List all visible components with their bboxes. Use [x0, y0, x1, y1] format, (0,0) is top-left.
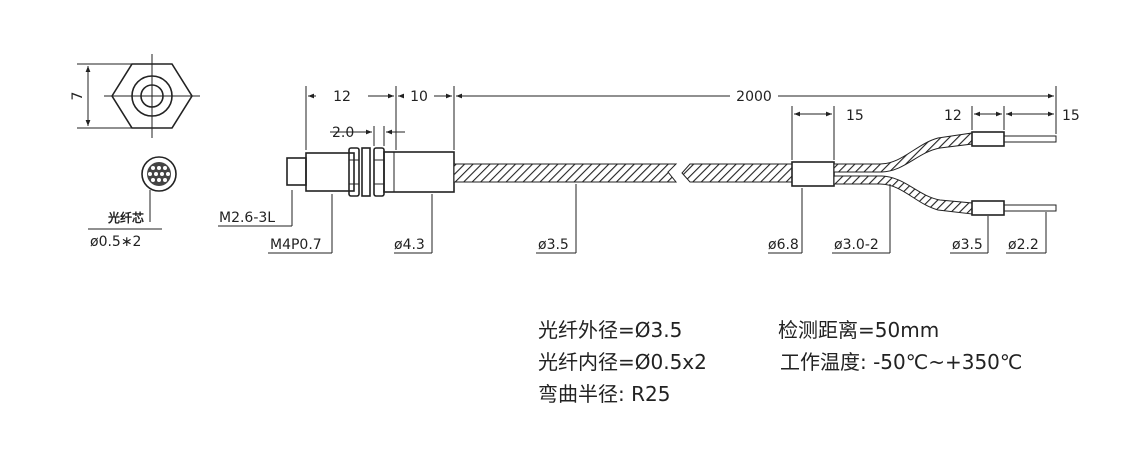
hex-height-label: 7 — [70, 92, 86, 101]
core-label: 光纤芯 — [107, 210, 144, 225]
probe-assembly — [286, 147, 455, 197]
thread-main-label: M4P0.7 — [270, 237, 322, 253]
core-size: ø0.5∗2 — [90, 234, 141, 250]
spec-operating-temperature: 工作温度: -50℃~+350℃ — [780, 350, 1023, 374]
body-diameter: ø4.3 — [394, 237, 425, 253]
probe-length: 12 — [333, 89, 351, 105]
bottom-leaders — [218, 184, 1047, 254]
fiber-core-view — [88, 156, 177, 230]
spec-detection-distance: 检测距离=50mm — [778, 318, 940, 342]
tube-length: 12 — [944, 108, 962, 124]
end-diameter: ø2.2 — [1008, 237, 1039, 253]
thread-tip-label: M2.6-3L — [219, 210, 275, 226]
spec-inner-diameter: 光纤内径=Ø0.5x2 — [538, 350, 707, 374]
body-length: 10 — [410, 89, 428, 105]
spec-bend-radius: 弯曲半径: R25 — [538, 382, 671, 406]
splitter-length: 15 — [846, 108, 864, 124]
total-length: 2000 — [736, 89, 772, 105]
nut-thickness: 2.0 — [332, 125, 354, 141]
cable — [453, 131, 1057, 216]
tube-diameter: ø3.5 — [952, 237, 983, 253]
spec-outer-diameter: 光纤外径=Ø3.5 — [538, 318, 683, 342]
cable-diameter: ø3.5 — [538, 237, 569, 253]
end-length: 15 — [1062, 108, 1080, 124]
splitter-diameter: ø6.8 — [768, 237, 799, 253]
hex-end-view — [77, 54, 200, 138]
branch-diameter: ø3.0-2 — [834, 237, 879, 253]
